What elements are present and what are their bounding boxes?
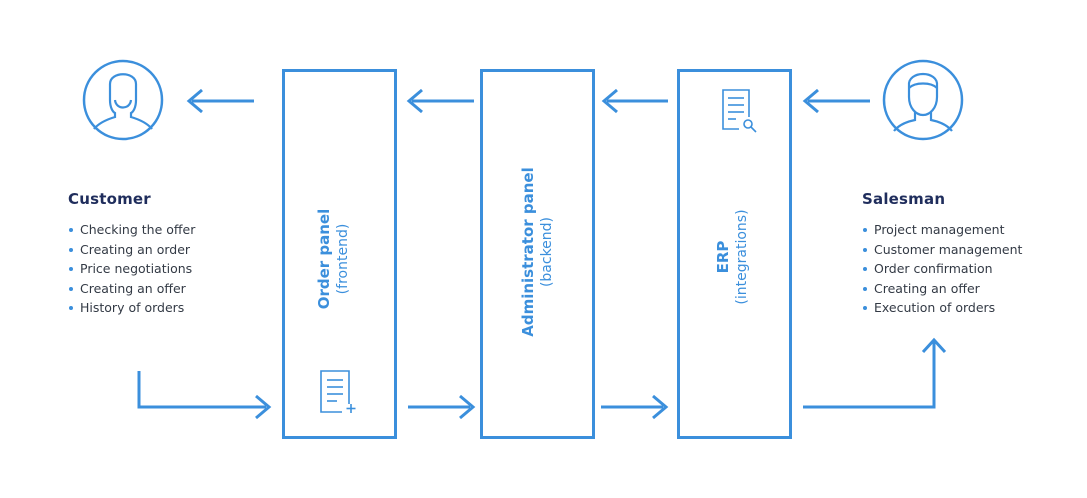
arrow-right-3 (601, 394, 669, 420)
arrow-left-4 (802, 88, 870, 114)
arrow-left-1 (186, 88, 254, 114)
list-item: Creating an offer (68, 279, 195, 299)
arrow-right-2 (408, 394, 476, 420)
list-item: History of orders (68, 298, 195, 318)
erp-panel-sub: (integrations) (734, 209, 750, 305)
order-panel-name: Order panel (315, 208, 333, 310)
document-add-icon (320, 370, 356, 413)
salesman-title: Salesman (862, 190, 946, 208)
list-item: Price negotiations (68, 259, 195, 279)
order-panel-box (282, 69, 397, 439)
arrow-up-salesman (803, 337, 947, 409)
customer-list: Checking the offer Creating an order Pri… (68, 220, 195, 318)
administrator-panel-name: Administrator panel (519, 167, 537, 337)
salesman-male-icon (882, 59, 964, 141)
list-item: Execution of orders (862, 298, 1022, 318)
administrator-panel-label: Administrator panel (backend) (518, 132, 562, 372)
customer-title: Customer (68, 190, 151, 208)
list-item: Creating an order (68, 240, 195, 260)
arrow-right-1 (137, 371, 272, 420)
erp-panel-name: ERP (714, 240, 732, 274)
arrow-left-3 (601, 88, 668, 114)
document-search-icon (722, 89, 757, 133)
order-panel-sub: (frontend) (335, 223, 351, 295)
administrator-panel-box (480, 69, 595, 439)
list-item: Order confirmation (862, 259, 1022, 279)
list-item: Customer management (862, 240, 1022, 260)
order-panel-label: Order panel (frontend) (314, 169, 358, 349)
erp-panel-box (677, 69, 792, 439)
erp-panel-label: ERP (integrations) (713, 182, 757, 332)
list-item: Checking the offer (68, 220, 195, 240)
list-item: Creating an offer (862, 279, 1022, 299)
list-item: Project management (862, 220, 1022, 240)
customer-female-icon (82, 59, 164, 141)
salesman-list: Project management Customer management O… (862, 220, 1022, 318)
arrow-left-2 (406, 88, 474, 114)
administrator-panel-sub: (backend) (539, 216, 555, 288)
